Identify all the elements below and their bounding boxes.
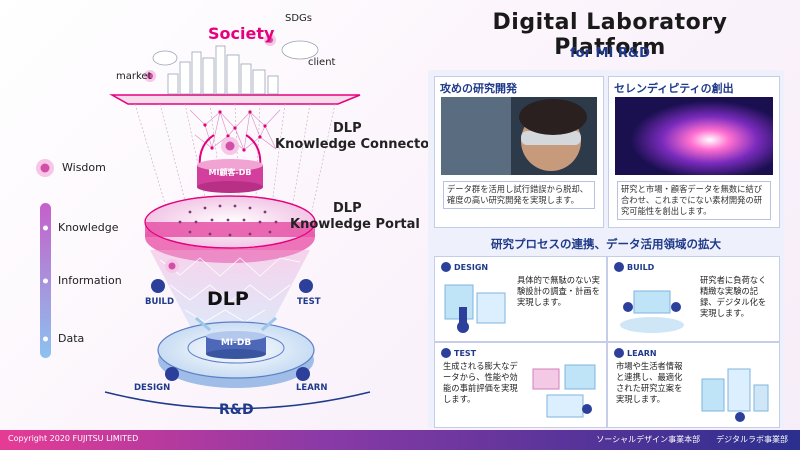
rnd-label: R&D xyxy=(219,402,254,418)
design-icon xyxy=(165,367,179,381)
legend-marker xyxy=(43,225,48,231)
society-platform xyxy=(109,94,361,105)
client-label: client xyxy=(308,57,336,68)
serendipity-photo xyxy=(615,97,773,175)
information-node-icon xyxy=(165,259,179,273)
portal-dots xyxy=(178,204,278,237)
city-skyline xyxy=(167,45,279,95)
design-icon xyxy=(441,262,451,272)
content-panel: 攻めの研究開発 データ群を活用し試行錯誤から脱却、確度の高い研究開発を実現します… xyxy=(428,70,784,428)
process-tag: TEST xyxy=(441,348,476,358)
process-tag: DESIGN xyxy=(441,262,488,272)
cloud-icon xyxy=(152,40,319,66)
process-description: 具体的で無駄のない実験設計の調査・計画を実現します。 xyxy=(517,275,600,307)
legend-knowledge: Knowledge xyxy=(58,221,119,234)
learn-icon xyxy=(296,367,310,381)
test-icon xyxy=(441,348,451,358)
process-card-test: TEST 生成される膨大なデータから、性能や効能の事前評価を実現します。 xyxy=(434,342,607,428)
wisdom-icon xyxy=(36,159,54,177)
process-card-learn: LEARN 市場や生活者情報と連携し、最適化された研究立案を実現します。 xyxy=(607,342,780,428)
test-label: TEST xyxy=(297,297,321,307)
process-description: 市場や生活者情報と連携し、最適化された研究立案を実現します。 xyxy=(616,361,683,404)
cycle-arrows xyxy=(195,316,277,332)
build-icon xyxy=(614,262,624,272)
portal-label-line2: Knowledge Portal xyxy=(290,217,420,232)
legend-marker xyxy=(43,278,48,284)
society-node-icon xyxy=(144,34,276,82)
data-funnel xyxy=(150,250,310,330)
design-illustration xyxy=(444,284,506,333)
market-label: market xyxy=(116,71,152,82)
test-illustration xyxy=(532,364,596,418)
connector-label-line1: DLP xyxy=(333,121,362,136)
connector-label-line2: Knowledge Connector xyxy=(275,137,436,152)
process-tag: LEARN xyxy=(614,348,657,358)
connector-hub-icon xyxy=(221,137,239,155)
mi-customer-db-label: MI顧客-DB xyxy=(208,168,252,177)
card-description: データ群を活用し試行錯誤から脱却、確度の高い研究開発を実現します。 xyxy=(443,181,595,209)
build-illustration xyxy=(620,290,684,333)
card-heading: 攻めの研究開発 xyxy=(440,82,517,95)
process-description: 研究者に負荷なく精緻な実験の記録、デジタル化を実現します。 xyxy=(700,275,767,318)
dlp-diagram xyxy=(36,34,371,410)
mi-db-label: MI-DB xyxy=(220,338,252,348)
learn-label: LEARN xyxy=(296,383,328,393)
learn-illustration xyxy=(701,368,769,422)
legend-data: Data xyxy=(58,332,85,345)
card-serendipity: セレンディピティの創出 研究と市場・顧客データを無数に結び合わせ、これまでにない… xyxy=(608,76,780,228)
researcher-photo xyxy=(441,97,597,175)
funnel-mesh xyxy=(159,257,301,323)
mi-db-cylinder xyxy=(206,331,266,359)
legend-information: Information xyxy=(58,274,122,287)
process-description: 生成される膨大なデータから、性能や効能の事前評価を実現します。 xyxy=(443,361,518,404)
mesh-nodes xyxy=(203,110,267,152)
process-card-design: DESIGN 具体的で無駄のない実験設計の調査・計画を実現します。 xyxy=(434,256,607,342)
page-subtitle: for MI R&D xyxy=(570,46,650,61)
process-tag: BUILD xyxy=(614,262,654,272)
section-title: 研究プロセスの連携、データ活用領域の拡大 xyxy=(491,237,721,251)
build-label: BUILD xyxy=(145,297,175,307)
legend-wisdom: Wisdom xyxy=(62,161,106,174)
learn-icon xyxy=(614,348,624,358)
portal-label-line1: DLP xyxy=(333,201,362,216)
page-title: Digital Laboratory Platform xyxy=(492,10,728,60)
department-text: ソーシャルデザイン事業本部 デジタルラボ事業部 xyxy=(596,435,788,444)
card-description: 研究と市場・顧客データを無数に結び合わせ、これまでにない素材開発の研究可能性を創… xyxy=(617,181,771,220)
society-label: Society xyxy=(208,24,275,43)
mi-customer-db-cylinder xyxy=(197,159,263,193)
test-icon xyxy=(299,279,313,293)
rnd-underline xyxy=(104,391,371,410)
card-aggressive-rnd: 攻めの研究開発 データ群を活用し試行錯誤から脱却、確度の高い研究開発を実現します… xyxy=(434,76,604,228)
design-label: DESIGN xyxy=(134,383,171,393)
build-icon xyxy=(151,279,165,293)
dlp-label: DLP xyxy=(207,288,249,310)
process-card-build: BUILD 研究者に負荷なく精緻な実験の記録、デジタル化を実現します。 xyxy=(607,256,780,342)
legend-marker xyxy=(43,336,48,342)
sdgs-label: SDGs xyxy=(285,13,313,24)
copyright-text: Copyright 2020 FUJITSU LIMITED xyxy=(8,434,139,443)
card-heading: セレンディピティの創出 xyxy=(614,82,734,95)
footer-bar xyxy=(0,430,800,450)
